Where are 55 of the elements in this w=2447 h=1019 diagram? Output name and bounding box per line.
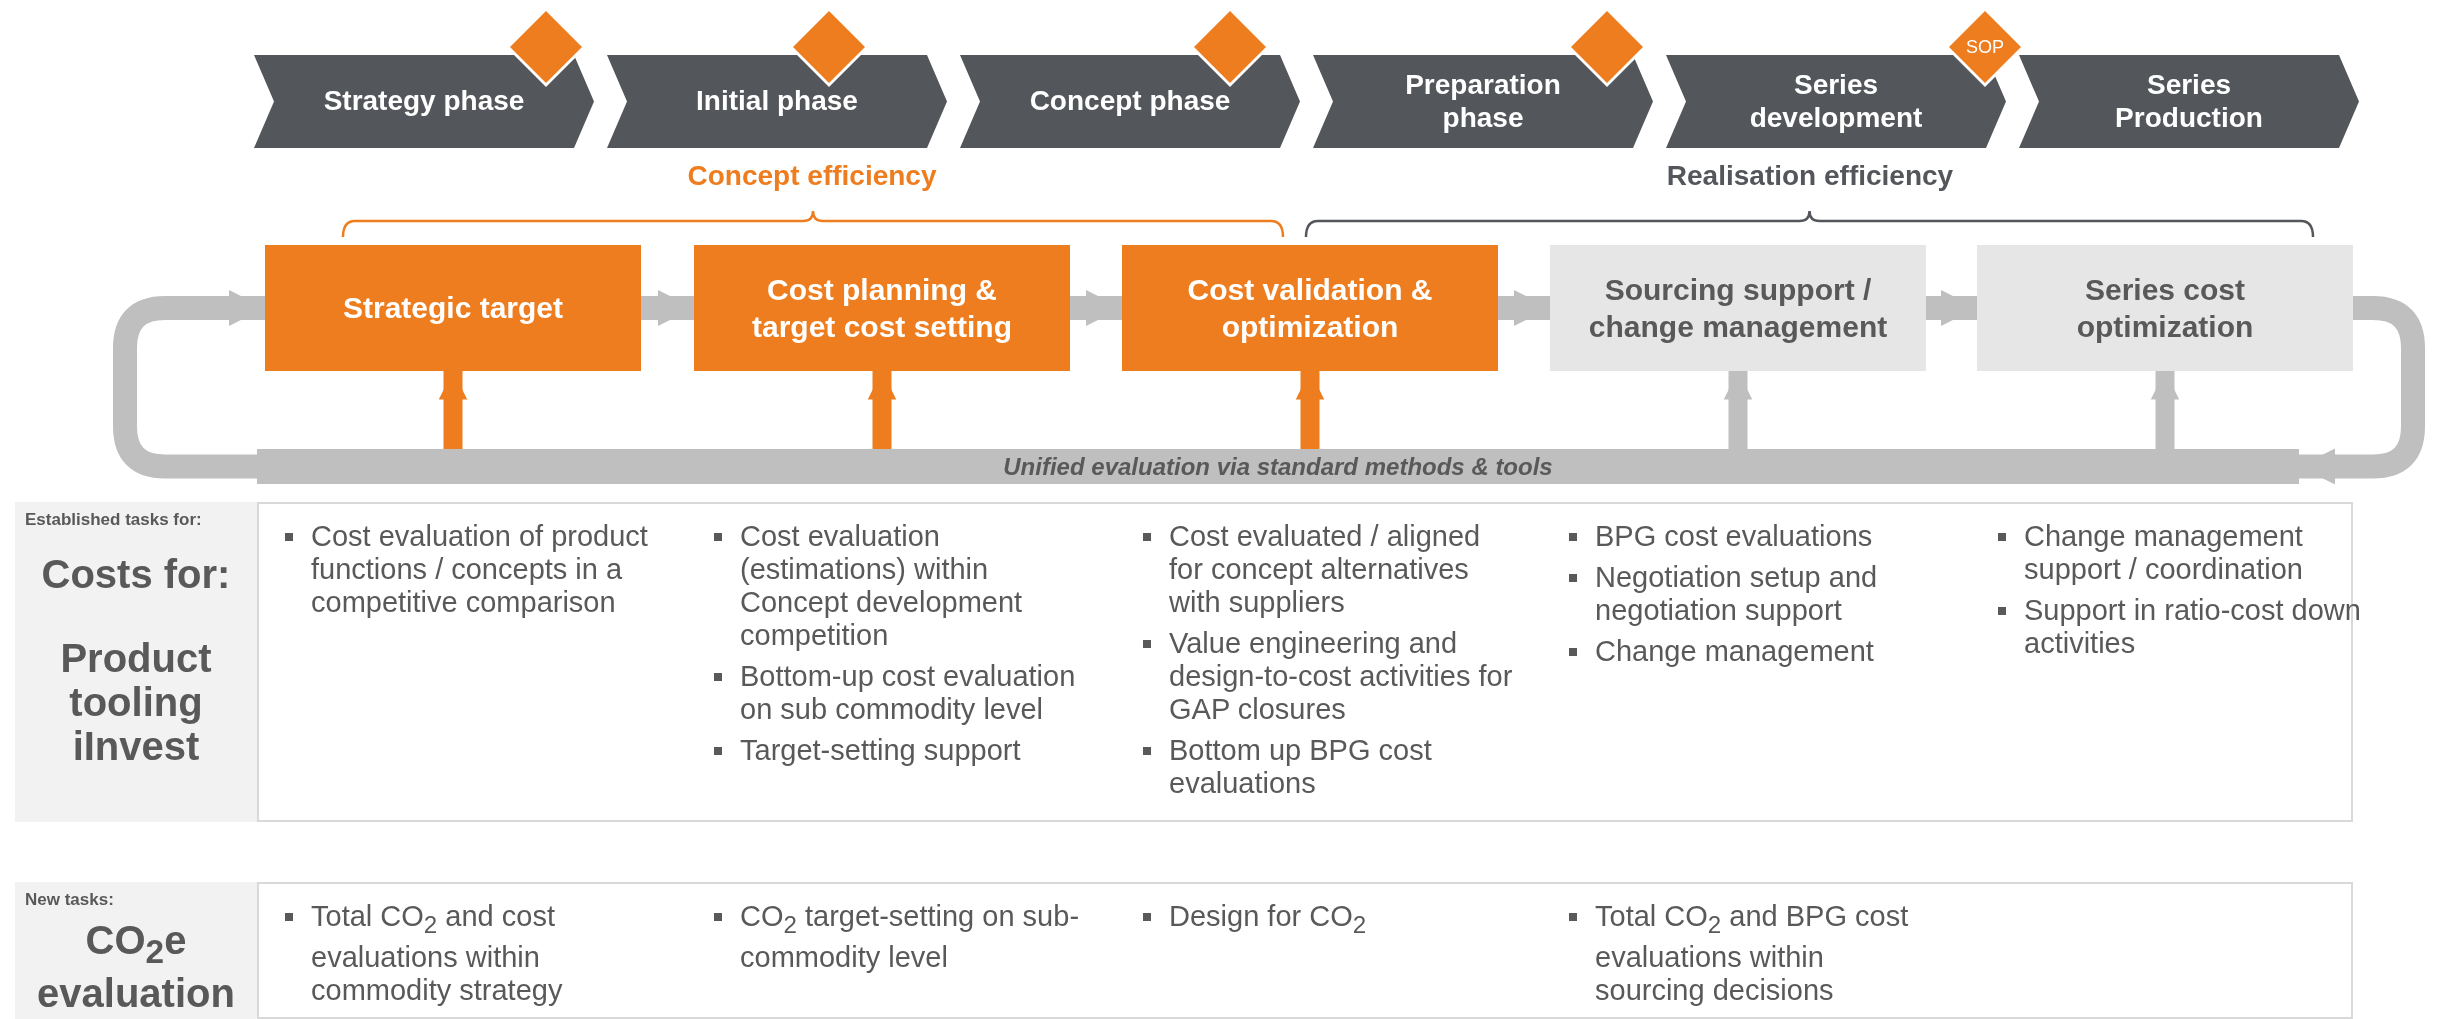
block-arrow [641, 290, 694, 326]
block-arrow [867, 371, 897, 449]
process-label: Cost planning & target cost setting [750, 271, 1013, 345]
phase-group-label: Concept efficiency [687, 160, 937, 192]
process-box [265, 245, 641, 371]
row-header-panel [15, 502, 257, 822]
phase-label: Series Production [2114, 69, 2264, 134]
phase-label: Strategy phase [323, 85, 525, 118]
row-caption: New tasks: [25, 890, 114, 910]
bullet-item: Total CO$_{2}$ and cost evaluations within commodity strategy [283, 900, 655, 1007]
bullet-item: Target-setting support [712, 734, 1084, 767]
bullet-item: Cost evaluation (estimations) within Concept development competition [712, 520, 1084, 652]
process-label: Cost validation & optimization [1186, 271, 1434, 345]
phase-label: Concept phase [1029, 85, 1231, 118]
block-arrow [2299, 296, 2425, 485]
task-panel [257, 882, 2353, 1019]
bullet-item: Value engineering and design-to-cost activities for GAP closures [1141, 627, 1513, 726]
phase-group-label: Realisation efficiency [1666, 160, 1954, 192]
block-arrow [1926, 290, 1977, 326]
phase-label: Preparation phase [1404, 69, 1562, 134]
bullet-item: Change management [1567, 635, 1939, 668]
row-caption: Established tasks for: [25, 510, 202, 530]
bullet-item: Total CO$_{2}$ and BPG cost evaluations within sourcing decisions [1567, 900, 1939, 1007]
process-box [1122, 245, 1498, 371]
block-arrow [438, 371, 468, 449]
bullet-item: CO$_{2}$ target-setting on sub-commodity level [712, 900, 1084, 974]
process-label: Series cost optimization [2075, 271, 2255, 345]
phase-label: Initial phase [696, 85, 858, 118]
bullet-item: Support in ratio-cost down activities [1996, 594, 2368, 660]
bullet-item: Change management support / coordination [1996, 520, 2368, 586]
block-arrow [1295, 371, 1325, 449]
milestone-label: SOP [1965, 36, 2005, 58]
block-arrow [113, 290, 265, 479]
block-arrow [1723, 371, 1753, 449]
process-box [1550, 245, 1926, 371]
bullet-item: Design for CO$_{2}$ [1141, 900, 1513, 941]
bullet-item: Cost evaluation of product functions / concepts in a competitive comparison [283, 520, 655, 619]
row-heading: CO$_{2}$e evaluation [36, 918, 236, 1015]
bullet-item: BPG cost evaluations [1567, 520, 1939, 553]
bullet-item: Bottom-up cost evaluation on sub commodity level [712, 660, 1084, 726]
process-label: Sourcing support / change management [1588, 271, 1888, 345]
process-label: Strategic target [342, 290, 564, 327]
block-arrow [1070, 290, 1122, 326]
row-heading: Product tooling iInvest [59, 636, 213, 768]
block-arrow [2150, 371, 2180, 449]
row-header-panel [15, 882, 257, 1019]
phase-label: Series development [1748, 69, 1924, 134]
process-box [1977, 245, 2353, 371]
bullet-item: Negotiation setup and negotiation support [1567, 561, 1939, 627]
block-arrow [1498, 290, 1550, 326]
bullet-item: Cost evaluated / aligned for concept alternatives with suppliers [1141, 520, 1513, 619]
bullet-item: Bottom up BPG cost evaluations [1141, 734, 1513, 800]
band-label: Unified evaluation via standard methods & tools [1003, 452, 1553, 481]
row-heading: Costs for: [40, 552, 232, 596]
process-box [694, 245, 1070, 371]
